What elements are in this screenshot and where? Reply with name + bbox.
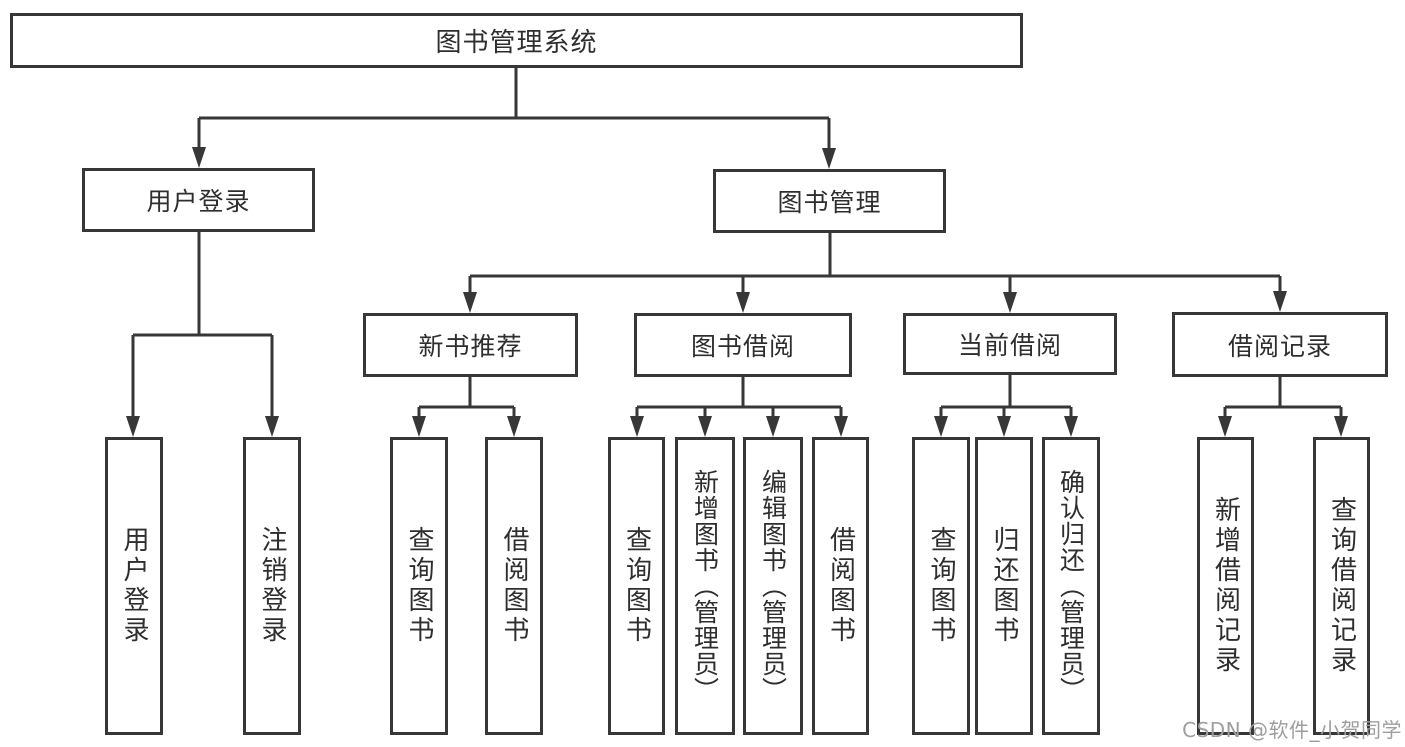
leaf-add-books-admin: 新增图书（管理员） <box>675 437 735 735</box>
leaf-query-books-current: 查询图书 <box>912 437 970 735</box>
leaf-query-borrow-record: 查询借阅记录 <box>1313 437 1370 735</box>
leaf-user-login: 用户登录 <box>105 437 163 735</box>
leaf-borrow-books-recommend: 借阅图书 <box>485 437 543 735</box>
node-current-borrowing: 当前借阅 <box>903 313 1117 375</box>
leaf-logout: 注销登录 <box>243 437 301 735</box>
leaf-add-borrow-record: 新增借阅记录 <box>1197 437 1254 735</box>
node-book-management: 图书管理 <box>713 169 946 233</box>
leaf-borrow-books: 借阅图书 <box>812 437 869 735</box>
node-borrowing-records: 借阅记录 <box>1172 312 1388 377</box>
node-library-management-system: 图书管理系统 <box>10 13 1023 68</box>
leaf-edit-books-admin: 编辑图书（管理员） <box>743 437 803 735</box>
leaf-query-books-borrow: 查询图书 <box>608 437 665 735</box>
leaf-query-books-recommend: 查询图书 <box>390 437 448 735</box>
arrowheads <box>126 147 1348 437</box>
node-new-book-recommendation: 新书推荐 <box>363 313 578 377</box>
leaf-confirm-return-admin: 确认归还（管理员） <box>1042 437 1100 735</box>
csdn-watermark: CSDN @软件_小贺同学 <box>1182 718 1402 742</box>
leaf-return-books: 归还图书 <box>975 437 1033 735</box>
node-book-borrowing: 图书借阅 <box>634 313 852 377</box>
node-user-login: 用户登录 <box>82 168 315 232</box>
